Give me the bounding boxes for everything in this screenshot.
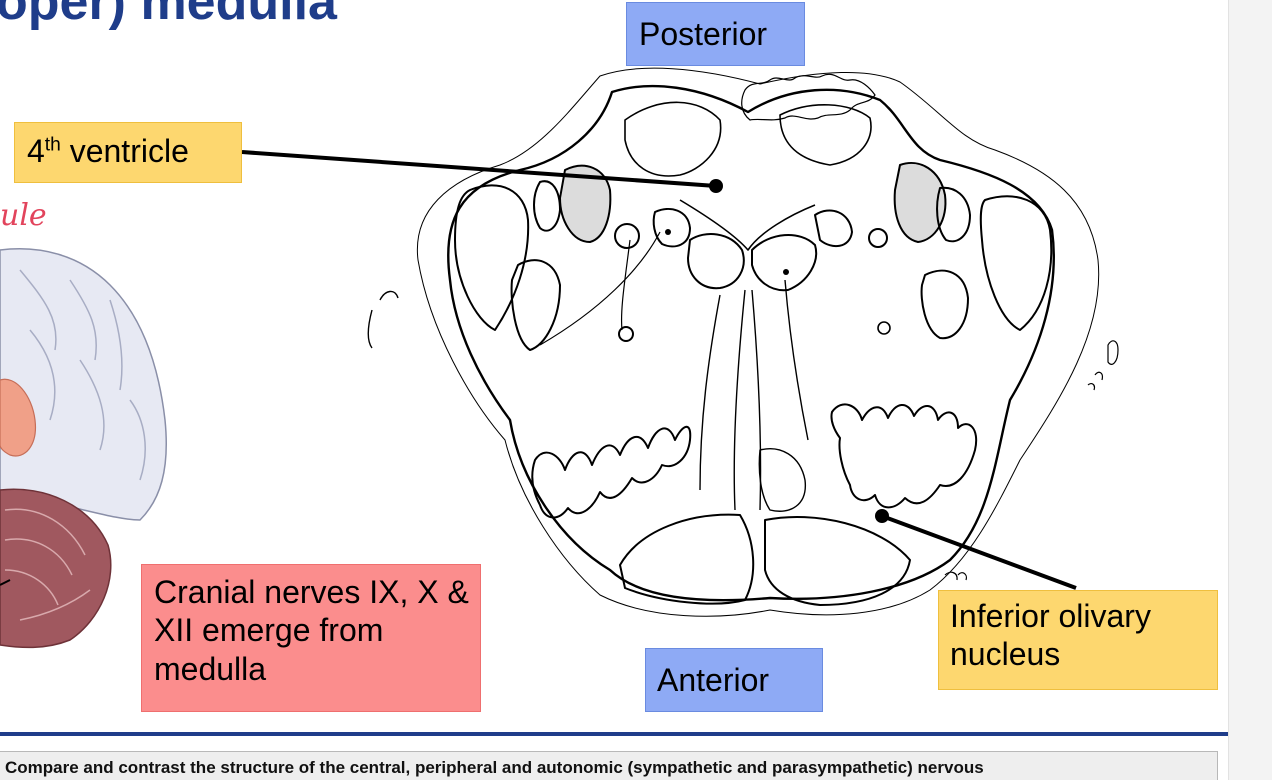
olivary-nucleus-left xyxy=(531,425,692,519)
handwriting: ule xyxy=(0,198,47,233)
olivary-nucleus-right xyxy=(830,403,978,509)
medulla-diagram: ule xyxy=(0,67,1119,649)
ventricle-pointer-dot xyxy=(709,179,723,193)
pyramid-right xyxy=(764,516,911,606)
ventricle-pointer xyxy=(241,150,717,188)
cranial-nerves-label: Cranial nerves IX, X & XII emerge from m… xyxy=(141,564,481,712)
stippled-nucleus-left xyxy=(559,164,612,243)
learning-objective: Compare and contrast the structure of th… xyxy=(0,751,1218,780)
thalamus xyxy=(0,378,37,457)
slide: oper) medulla ule xyxy=(0,0,1228,780)
stippled-nucleus-right xyxy=(893,162,947,243)
slide-title: oper) medulla xyxy=(0,0,337,31)
anterior-label: Anterior xyxy=(645,648,823,712)
cerebral-cortex xyxy=(0,248,168,521)
medulla-section xyxy=(367,67,1119,617)
ventricle-word: ventricle xyxy=(60,133,189,169)
olivary-pointer xyxy=(881,514,1077,590)
olivary-pointer-dot xyxy=(875,509,889,523)
posterior-label: Posterior xyxy=(626,2,805,66)
window-gutter xyxy=(1228,0,1272,780)
footer-divider xyxy=(0,732,1228,736)
fourth-ventricle-label: 4th ventricle xyxy=(14,122,242,183)
ventricle-number: 4 xyxy=(27,133,45,169)
ventricle-ordinal: th xyxy=(44,134,61,156)
brain-illustration xyxy=(0,248,168,649)
cerebellum xyxy=(0,488,112,649)
inferior-olivary-label: Inferior olivary nucleus xyxy=(938,590,1218,690)
pyramid-left xyxy=(619,513,755,605)
